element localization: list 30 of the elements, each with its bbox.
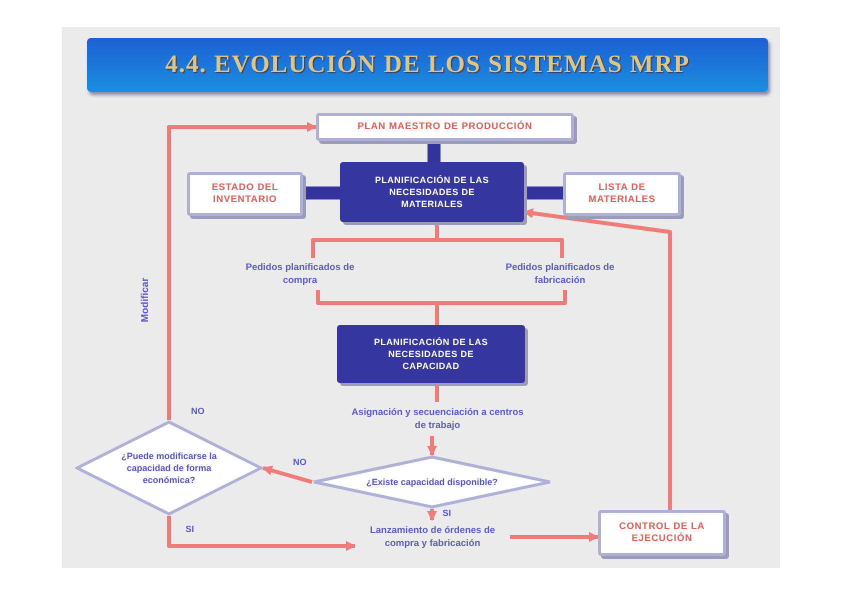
- connector-bar: [428, 141, 440, 162]
- step-label: Asignación y secuenciación a centros de trabajo: [350, 402, 525, 436]
- process-box: ESTADO DEL INVENTARIO: [187, 172, 303, 216]
- connector-line: [435, 222, 564, 258]
- decision-diamond: [75, 420, 263, 516]
- edge-label: NO: [291, 456, 308, 468]
- process-box: PLAN MAESTRO DE PRODUCCIÓN: [316, 113, 574, 141]
- edge-label: NO: [189, 406, 206, 416]
- decision-diamond: [312, 455, 552, 509]
- connector-bar: [524, 186, 563, 200]
- decision-text: ¿Puede modificarse la capacidad de forma económica?: [120, 450, 218, 486]
- step-label: Lanzamiento de órdenes de compra y fabricación: [355, 520, 510, 554]
- process-box: PLANIFICACIÓN DE LAS NECESIDADES DE MATERIALES: [340, 162, 524, 222]
- title-banner: 4.4. EVOLUCIÓN DE LOS SISTEMAS MRP: [87, 38, 768, 92]
- connector-line: [435, 383, 439, 402]
- flow-arrow: [510, 532, 599, 542]
- flow-arrow: [427, 509, 437, 521]
- side-label: Modificar: [140, 278, 152, 322]
- flow-arrow: [167, 122, 317, 420]
- connector-line: [435, 290, 567, 325]
- step-label: Pedidos planificados de compra: [240, 258, 360, 290]
- connector-bar: [303, 186, 340, 200]
- step-label: Pedidos planificados de fabricación: [497, 258, 623, 290]
- process-box: LISTA DE MATERIALES: [563, 172, 681, 216]
- flow-arrow: [167, 516, 356, 551]
- decision-text: ¿Existe capacidad disponible?: [365, 476, 499, 488]
- flow-arrow: [262, 466, 313, 484]
- process-box: CONTROL DE LA EJECUCIÓN: [598, 510, 726, 556]
- process-box: PLANIFICACIÓN DE LAS NECESIDADES DE CAPACIDAD: [337, 325, 525, 383]
- flow-arrow: [427, 436, 437, 456]
